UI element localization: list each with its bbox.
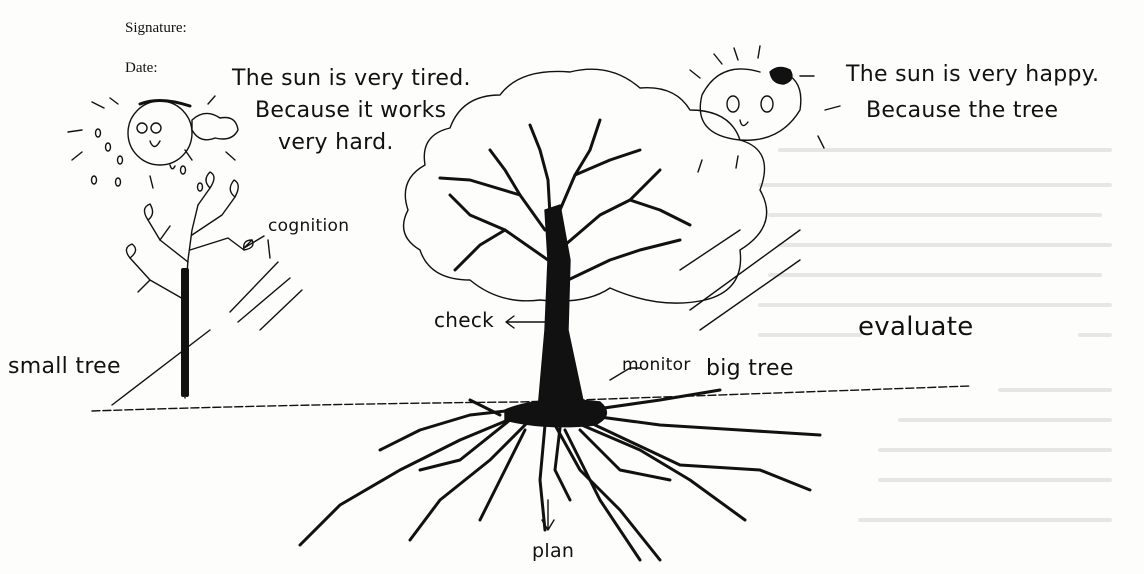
happy-sun-line2: Because the tree [866, 98, 1058, 123]
small-tree [126, 172, 253, 398]
date-label: Date: [125, 60, 157, 77]
happy-sun [690, 46, 840, 172]
cognition-label: cognition [268, 216, 349, 236]
check-arrow [506, 316, 545, 328]
signature-label: Signature: [125, 20, 187, 37]
big-tree-trunk [505, 205, 606, 427]
small-tree-label: small tree [8, 354, 121, 379]
big-tree-label: big tree [706, 356, 794, 381]
sad-sun [68, 96, 238, 191]
check-label: check [434, 308, 494, 332]
happy-sun-line1: The sun is very happy. [846, 62, 1099, 87]
cognition-arrow [244, 236, 264, 248]
sad-sun-line1: The sun is very tired. [232, 66, 471, 91]
sad-sun-line2: Because it works [255, 98, 446, 123]
sad-sun-line3: very hard. [278, 130, 394, 155]
monitor-label: monitor [622, 355, 691, 375]
plan-label: plan [532, 540, 574, 562]
evaluate-label: evaluate [858, 312, 974, 342]
